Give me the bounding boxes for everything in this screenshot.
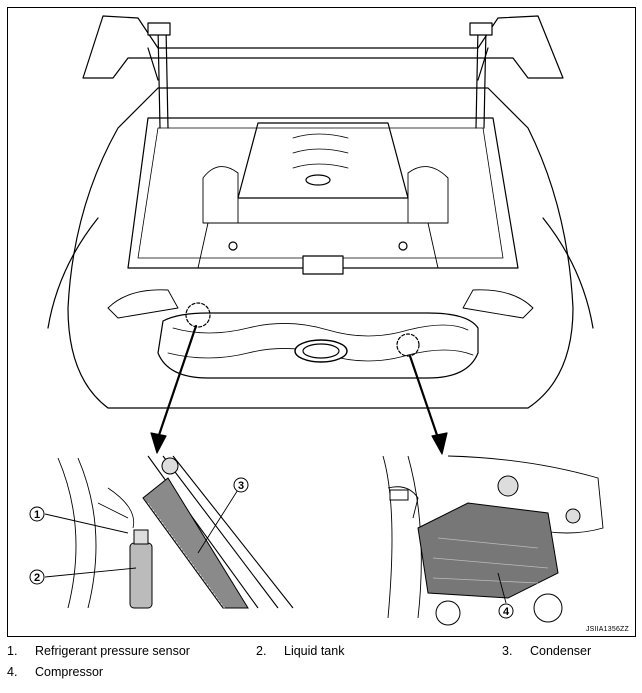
callout-3: 3 [238, 480, 244, 492]
callout-3-circle [233, 477, 249, 493]
callout-1-circle [29, 506, 45, 522]
legend-text-2: Liquid tank [284, 644, 345, 658]
engine-bay [127, 117, 519, 269]
liquid-tank-shape [129, 542, 153, 609]
inset-compressor [382, 455, 604, 626]
callout-2: 2 [34, 572, 40, 584]
legend-text-3: Condenser [530, 644, 592, 658]
front-grille [157, 312, 479, 379]
legend-num-3: 3. [502, 644, 513, 658]
legend-text-1: Refrigerant pressure sensor [35, 644, 190, 658]
figure-id: JSIIA1356ZZ [585, 626, 629, 633]
callout-1: 1 [34, 509, 40, 521]
compressor-shape [417, 502, 559, 599]
detail-circle-left [185, 302, 211, 328]
engine-bay-diagram: 1 2 3 4 JSIIA1356ZZ [7, 7, 636, 637]
legend-num-1: 1. [7, 644, 18, 658]
callout-4: 4 [503, 606, 510, 618]
legend-num-4: 4. [7, 665, 18, 679]
hood-strut-left [157, 27, 169, 129]
inset-condenser [46, 455, 301, 623]
diagram-drawing: 1 2 3 4 [29, 15, 604, 626]
callout-2-circle [29, 569, 45, 585]
legend-num-2: 2. [256, 644, 267, 658]
hood-strut-right [475, 27, 487, 129]
callout-4-circle [498, 603, 514, 619]
legend-text-4: Compressor [35, 665, 104, 679]
detail-circle-right [396, 333, 420, 357]
car-body [67, 87, 574, 409]
